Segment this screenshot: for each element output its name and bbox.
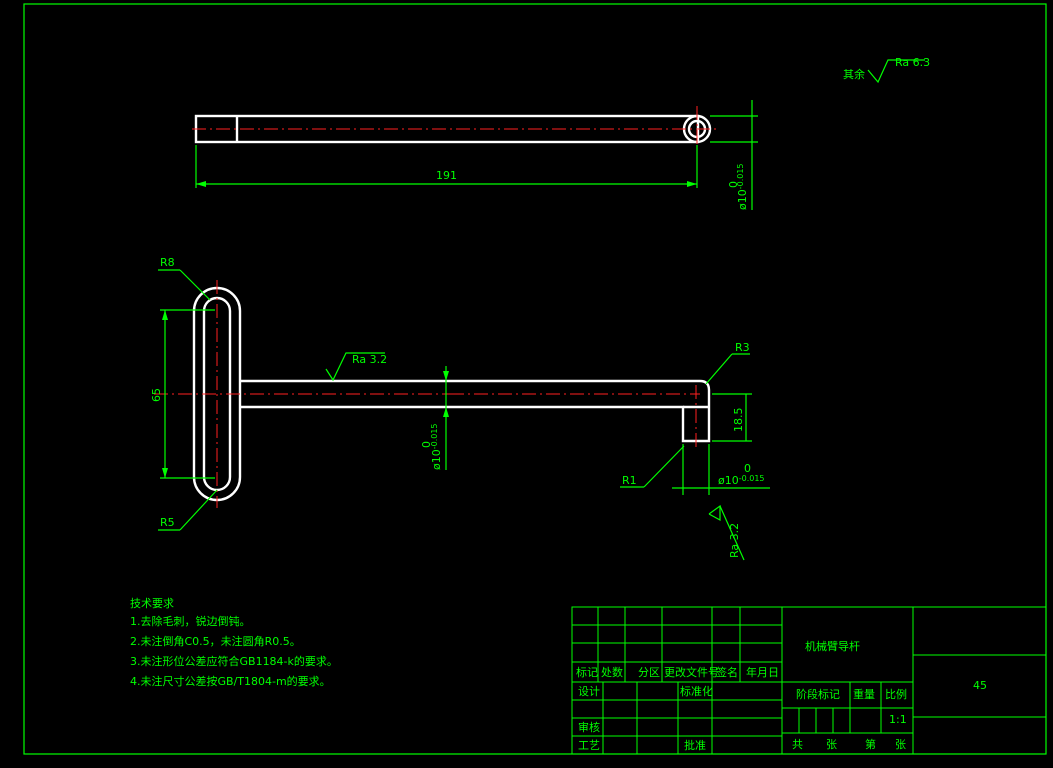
tb-material: 45 xyxy=(973,679,987,692)
notes-title: 技术要求 xyxy=(130,597,174,610)
svg-text:更改文件号: 更改文件号 xyxy=(664,665,719,679)
note-line-2: 2.未注倒角C0.5，未注圆角R0.5。 xyxy=(130,634,301,648)
dim-end-dia-text: ø10-0.015 xyxy=(718,474,765,487)
dim-r3-text: R3 xyxy=(735,341,750,354)
dim-r5-text: R5 xyxy=(160,516,175,529)
front-view: R8 R5 65 Ra 3.2 ø10-0.015 0 R3 18.5 R1 xyxy=(150,256,770,561)
note-line-4: 4.未注尺寸公差按GB/T1804-m的要求。 xyxy=(130,674,331,688)
dim-191-text: 191 xyxy=(436,169,457,182)
dim-end-tol-upper: 0 xyxy=(744,462,751,475)
svg-text:第: 第 xyxy=(865,737,876,751)
svg-text:共: 共 xyxy=(792,738,803,751)
dim-18-5-text: 18.5 xyxy=(732,408,745,433)
tb-scale-label: 比例 xyxy=(885,687,907,701)
tb-weight: 重量 xyxy=(853,687,875,701)
svg-text:签名: 签名 xyxy=(716,665,738,679)
note-line-3: 3.未注形位公差应符合GB1184-k的要求。 xyxy=(130,654,338,668)
svg-text:张: 张 xyxy=(826,738,837,751)
roughness-symbol xyxy=(867,59,925,84)
tb-design-label: 设计 xyxy=(578,685,600,698)
title-block-frame xyxy=(571,606,1047,755)
dim-65-text: 65 xyxy=(150,388,163,402)
tb-review-label: 审核 xyxy=(578,720,600,734)
part-name: 机械臂导杆 xyxy=(805,639,860,653)
tb-process-label: 工艺 xyxy=(578,739,600,752)
svg-text:年月日: 年月日 xyxy=(746,665,779,679)
dim-dia-top-tol-upper: 0 xyxy=(727,181,740,188)
note-line-1: 1.去除毛刺，锐边倒钝。 xyxy=(130,614,251,628)
svg-text:标记: 标记 xyxy=(576,665,598,679)
dim-shaft-dia-text: ø10-0.015 xyxy=(430,423,443,470)
end-roughness-text: Ra 3.2 xyxy=(728,523,741,558)
roughness-note-value: Ra 6.3 xyxy=(895,56,930,69)
shaft-outline xyxy=(240,379,711,443)
svg-text:分区: 分区 xyxy=(638,666,660,679)
dim-r8-text: R8 xyxy=(160,256,175,269)
top-view: 191 ø10-0.015 0 xyxy=(192,100,758,210)
shaft-roughness-symbol xyxy=(325,352,385,382)
title-block: 标记 处数 分区 更改文件号 签名 年月日 设计 标准化 审核 工艺 批准 机械… xyxy=(571,606,1047,755)
technical-notes: 技术要求 1.去除毛刺，锐边倒钝。 2.未注倒角C0.5，未注圆角R0.5。 3… xyxy=(130,597,338,688)
tb-scale-value: 1:1 xyxy=(889,713,907,726)
svg-text:张: 张 xyxy=(895,738,906,751)
tb-standardize-label: 标准化 xyxy=(680,684,713,698)
dim-dia-top-text: ø10-0.015 xyxy=(736,163,749,210)
end-roughness-symbol xyxy=(719,505,745,561)
svg-text:处数: 处数 xyxy=(601,666,623,679)
dim-shaft-tol-upper: 0 xyxy=(420,441,433,448)
drawing-border xyxy=(23,3,1047,755)
general-roughness-note: 其余 Ra 6.3 xyxy=(843,56,930,84)
roughness-note-label: 其余 xyxy=(843,67,865,81)
tb-approve-label: 批准 xyxy=(684,738,706,752)
dim-r1-text: R1 xyxy=(622,474,637,487)
tb-stage-mark: 阶段标记 xyxy=(796,687,840,701)
shaft-roughness-text: Ra 3.2 xyxy=(352,353,387,366)
